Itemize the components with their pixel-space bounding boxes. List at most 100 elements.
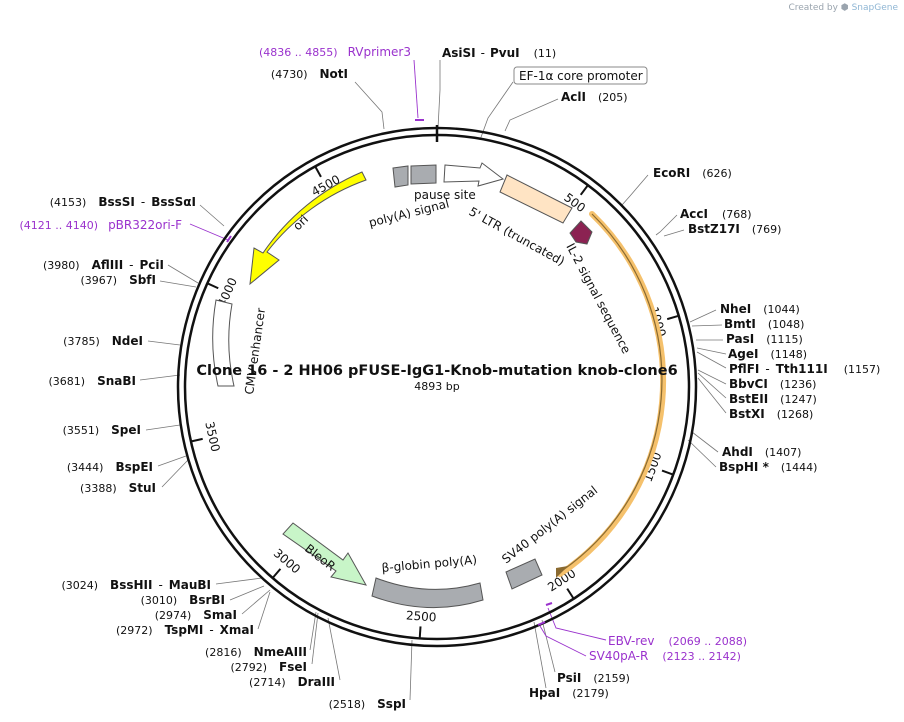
site-nhei: NheI(1044) — [720, 302, 800, 316]
leader-bmti — [691, 324, 723, 327]
primer-marks — [226, 119, 553, 626]
leader-stui — [161, 459, 189, 488]
site-snabi: (3681)SnaBI — [49, 374, 136, 388]
leader-bspei — [157, 455, 187, 467]
feature-sv40-polya[interactable] — [505, 558, 543, 590]
primer-leader-lines — [189, 59, 607, 657]
tick-mark — [661, 469, 673, 476]
site-spei: (3551)SpeI — [63, 423, 141, 437]
site-sspi: (2518)SspI — [329, 697, 406, 711]
site-ahdi: AhdI(1407) — [722, 445, 801, 459]
leader-acci — [655, 214, 678, 236]
site-tspmi: (2972)TspMI-XmaI — [116, 623, 254, 637]
leader-sbfi — [159, 280, 197, 288]
leader-asisi — [437, 60, 441, 129]
site-acci: AccI(768) — [680, 207, 752, 221]
site-nmeaiii: (2816)NmeAIII — [205, 645, 307, 659]
primer-mark-ebvrev — [545, 602, 553, 606]
leader-bstz17i — [663, 229, 685, 237]
credit-brand: SnapGene — [851, 3, 898, 13]
feature-arrows — [212, 162, 667, 609]
site-fsei: (2792)FseI — [230, 660, 307, 674]
leader-hpai — [533, 621, 547, 689]
feature-ori[interactable] — [249, 171, 367, 286]
leader-ecori — [621, 174, 649, 206]
feature-cmv-enhancer[interactable] — [212, 299, 235, 387]
leader-bstxi — [697, 377, 727, 414]
tick-mark — [566, 588, 574, 599]
leader-acli — [504, 98, 559, 132]
tick-mark — [207, 282, 219, 290]
feature-polya-signal[interactable] — [392, 165, 409, 188]
tick-label: 3500 — [202, 420, 222, 453]
site-hpai: HpaI(2179) — [529, 686, 609, 700]
site-psii: PsiI(2159) — [557, 671, 630, 685]
site-agei: AgeI(1148) — [728, 347, 807, 361]
tick-mark — [314, 166, 322, 178]
leader-nmeaiii — [309, 611, 317, 651]
leader-bsssi — [199, 204, 225, 227]
plasmid-title: Clone 16 - 2 HH06 pFUSE-IgG1-Knob-mutati… — [196, 363, 677, 379]
leader-ahdi — [691, 431, 719, 453]
credit-prefix: Created by — [788, 3, 838, 13]
feature-ef1a-promoter[interactable] — [443, 162, 505, 187]
leader-rvprimer3 — [413, 59, 419, 119]
site-ndei: (3785)NdeI — [63, 334, 143, 348]
leader-fsei — [311, 612, 319, 665]
leader-agei — [696, 347, 727, 355]
leader-psii — [541, 619, 556, 673]
leader-ebvrev — [547, 607, 607, 641]
tick-mark — [579, 185, 589, 196]
leader-ndei — [147, 340, 181, 346]
site-asisi: AsiSI-PvuI(11) — [442, 46, 556, 60]
plasmid-length: 4893 bp — [414, 380, 459, 393]
tick-mark — [272, 568, 282, 578]
tick-mark — [418, 626, 422, 638]
site-bsssi: (4153)BssSI-BssSαI — [50, 195, 196, 209]
leader-snabi — [139, 374, 181, 381]
site-bbvci: BbvCI(1236) — [729, 377, 816, 391]
feature-ltr[interactable] — [499, 174, 573, 224]
site-bsshii: (3024)BssHII-MauBI — [61, 578, 211, 592]
leader-bsteii — [697, 372, 727, 399]
tick-label: 3000 — [271, 546, 303, 577]
primer-rvprimer3: (4836 .. 4855)RVprimer3 — [259, 45, 411, 59]
leader-bsphi — [687, 439, 717, 468]
label-polya-signal: poly(A) signal — [367, 196, 450, 229]
site-bstz17i: BstZ17I(769) — [688, 222, 781, 236]
leader-smai — [241, 589, 271, 615]
primer-sv40par: SV40pA-R(2123 .. 2142) — [589, 649, 741, 663]
site-bsteii: BstEII(1247) — [729, 392, 817, 406]
site-labels: AsiSI-PvuI(11) AclI(205) EcoRI(626) AccI… — [442, 46, 880, 700]
feature-orf-line — [562, 213, 663, 571]
leader-notl — [354, 81, 385, 130]
promoter-label-box — [513, 66, 648, 85]
label-pause-site: pause site — [414, 188, 476, 202]
feature-pause-site[interactable] — [410, 164, 437, 185]
site-leader-lines — [139, 60, 727, 701]
leader-bbvci — [697, 369, 727, 385]
primer-mark-pbr322ori — [226, 235, 232, 243]
site-bstxi: BstXI(1268) — [729, 407, 813, 421]
primer-labels: (4836 .. 4855)RVprimer3 (4121 .. 4140)pB… — [20, 45, 748, 663]
feature-bleor[interactable] — [282, 522, 367, 586]
site-ecori: EcoRI(626) — [653, 166, 732, 180]
feature-bglobin[interactable] — [371, 577, 484, 609]
leader-bsrbi — [229, 585, 265, 601]
tick-mark — [666, 315, 679, 321]
leader-pbr322ori — [189, 223, 229, 241]
primer-pbr322ori: (4121 .. 4140)pBR322ori-F — [20, 218, 183, 232]
leader-sv40par — [539, 625, 587, 657]
label-il2: IL-2 signal sequence — [563, 241, 633, 356]
leader-spei — [145, 424, 181, 431]
feature-il2-signal[interactable] — [569, 220, 593, 245]
primer-ebvrev: EBV-rev(2069 .. 2088) — [608, 634, 747, 648]
label-cmv: CMV enhancer — [242, 307, 268, 395]
tick-label: 2500 — [405, 608, 436, 624]
feature-orf-arrowhead — [556, 566, 568, 578]
site-bmti: BmtI(1048) — [724, 317, 804, 331]
site-noti: (4730)NotI — [271, 67, 348, 81]
snapgene-credit: Created by ⬢ SnapGene — [788, 3, 898, 13]
site-sbfi: (3967)SbfI — [81, 273, 157, 287]
